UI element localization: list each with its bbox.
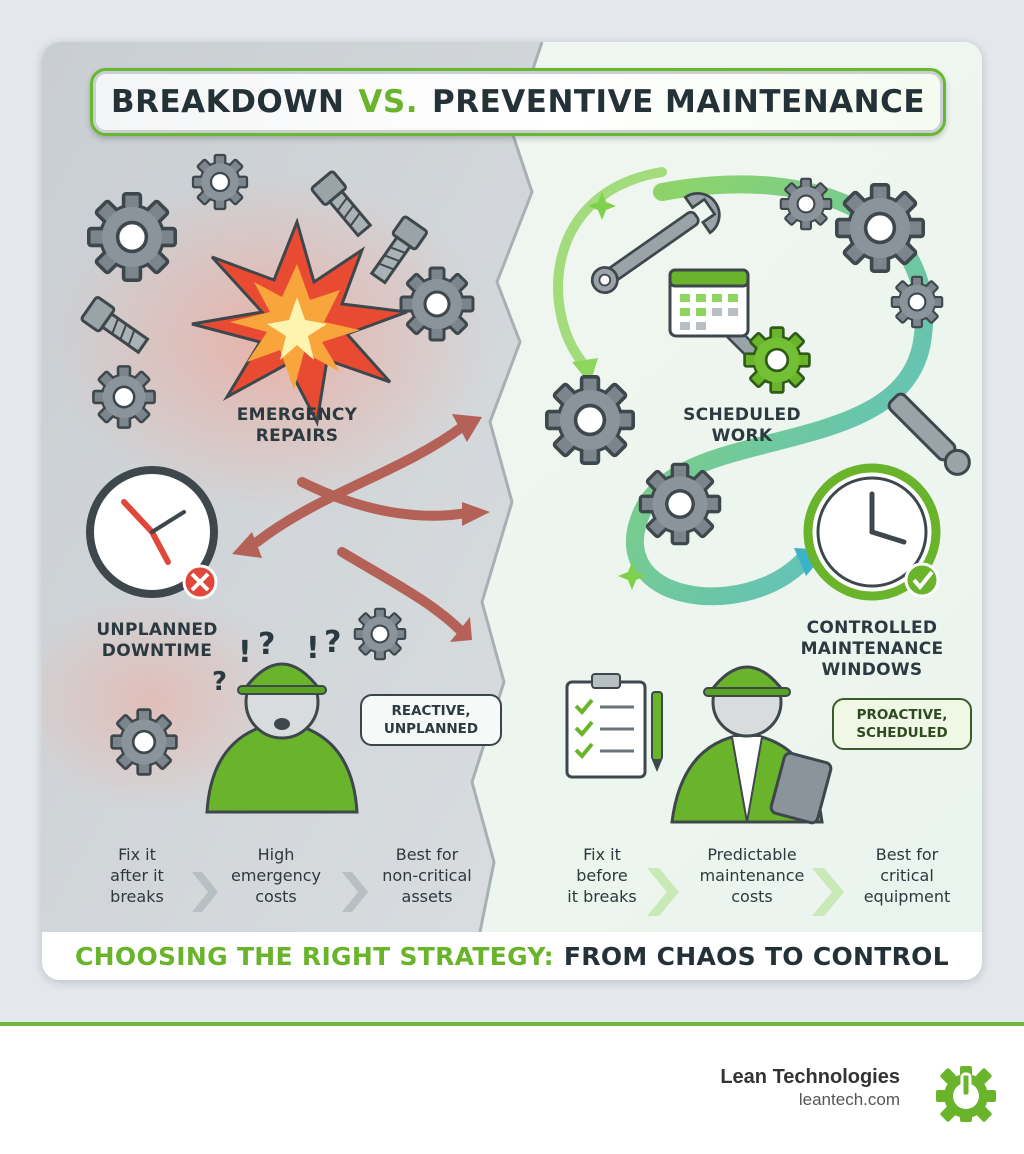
illustration-scene: ! ? ! ? ?: [42, 42, 982, 933]
right-feature-1: Fix it before it breaks: [567, 845, 637, 906]
left-feature-3: Best for non-critical assets: [382, 845, 472, 906]
stressed-worker-figure: ! ? ! ? ?: [205, 625, 359, 814]
left-feature-2: High emergency costs: [231, 845, 321, 906]
unplanned-downtime-label: UNPLANNED DOWNTIME: [96, 620, 218, 661]
title-preventive: PREVENTIVE MAINTENANCE: [432, 84, 925, 120]
brand-name: Lean Technologies: [720, 1066, 900, 1088]
proactive-bubble: PROACTIVE, SCHEDULED: [832, 698, 972, 750]
calendar-figure: [668, 268, 750, 338]
brand-url: leantech.com: [798, 1090, 900, 1109]
reactive-bubble: REACTIVE, UNPLANNED: [360, 694, 502, 746]
svg-text:?: ?: [258, 627, 275, 662]
infographic-card: ! ? ! ? ?: [42, 42, 982, 980]
right-feature-2: Predictable maintenance costs: [699, 845, 805, 906]
svg-text:!: !: [306, 631, 320, 666]
brand-divider: [0, 1022, 1024, 1026]
controlled-windows-label: CONTROLLED MAINTENANCE WINDOWS: [800, 618, 944, 680]
scheduled-work-label: SCHEDULED WORK: [683, 405, 801, 446]
left-feature-1: Fix it after it breaks: [110, 845, 164, 906]
emergency-repairs-label: EMERGENCY REPAIRS: [236, 405, 358, 446]
strategy-dark-text: FROM CHAOS TO CONTROL: [563, 941, 949, 971]
lean-technologies-logo-icon: [936, 1066, 996, 1122]
checklist-figure: [565, 673, 663, 779]
strategy-banner: CHOOSING THE RIGHT STRATEGY: FROM CHAOS …: [42, 932, 982, 980]
strategy-green-text: CHOOSING THE RIGHT STRATEGY:: [75, 941, 554, 971]
svg-text:?: ?: [212, 667, 227, 697]
title-vs: VS.: [358, 84, 419, 120]
brand-footer: [0, 1026, 1024, 1154]
right-feature-3: Best for critical equipment: [863, 845, 951, 906]
calm-worker-figure: [670, 665, 833, 825]
svg-text:!: !: [238, 635, 252, 670]
title-banner: BREAKDOWN VS. PREVENTIVE MAINTENANCE: [90, 68, 946, 136]
svg-text:?: ?: [324, 625, 341, 660]
title-breakdown: BREAKDOWN: [111, 84, 345, 120]
